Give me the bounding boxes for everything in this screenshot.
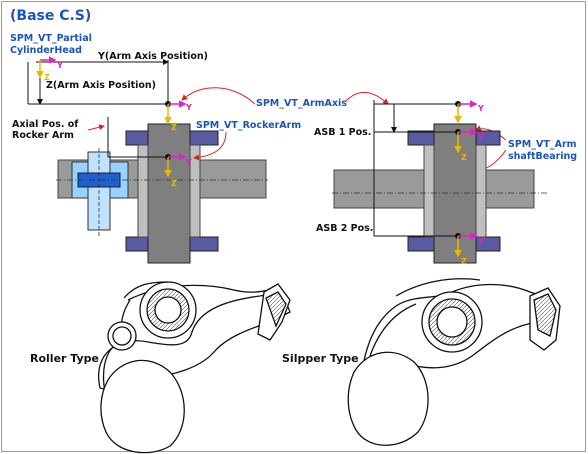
left-rocker-arm-body [147,123,191,264]
roller-type-rocker-drawing [97,281,291,454]
svg-text:Z: Z [461,153,467,162]
shaft-bearing-label-1: SPM_VT_Arm [508,139,577,150]
axial-pos-label-2: Rocker Arm [12,130,74,141]
right-rocker-arm-body [433,123,477,264]
svg-text:Y: Y [477,104,484,113]
svg-text:Z: Z [44,73,50,82]
svg-text:Z: Z [171,123,177,132]
asb1-label: ASB 1 Pos. [314,127,371,138]
left-section-view: Y Z Y Z [56,100,268,264]
right-dimensions [373,100,458,237]
arm-axis-label: SPM_VT_ArmAxis [256,98,347,109]
left-arm-spacer-r [189,144,201,238]
origin-triad: Y Z [36,56,63,82]
svg-text:Y: Y [477,237,484,246]
left-dimensions [27,59,169,158]
axial-pos-label-1: Axial Pos. of [12,119,79,130]
cylinder-head-label-1: SPM_VT_Partial [10,33,92,44]
shaft-bearing-label-2: shaftBearing [508,151,577,162]
svg-text:Z: Z [171,179,177,188]
roller-type-label: Roller Type [30,352,99,365]
y-arm-axis-label: Y(Arm Axis Position) [97,51,208,62]
slipper-type-label: Silpper Type [282,352,359,365]
z-arm-axis-label: Z(Arm Axis Position) [46,80,156,91]
asb2-label: ASB 2 Pos. [316,223,373,234]
rocker-arm-label: SPM_VT_RockerArm [196,120,301,131]
left-arm-spacer-l [137,144,149,238]
svg-text:Y: Y [477,133,484,142]
svg-text:Y: Y [185,103,192,112]
svg-text:Y: Y [185,158,192,167]
slipper-type-rocker-drawing [347,278,561,446]
page-title: (Base C.S) [10,8,91,24]
right-section-view: Y Y Z Y Z [332,100,548,266]
svg-text:Z: Z [461,257,467,266]
cylinder-head-label-2: CylinderHead [10,45,82,56]
svg-text:Y: Y [56,61,63,70]
